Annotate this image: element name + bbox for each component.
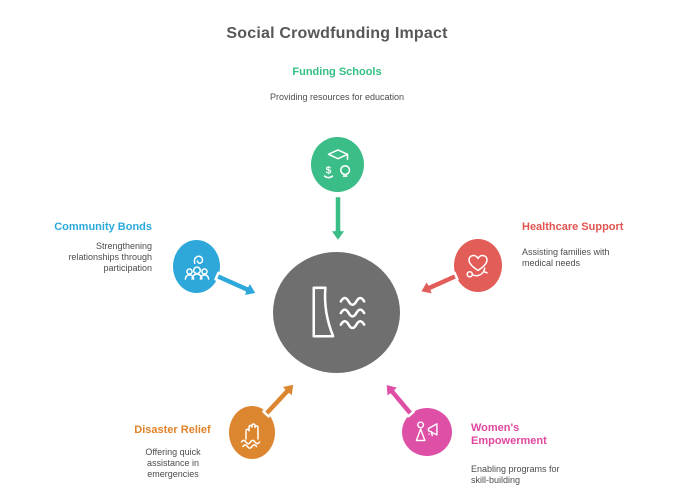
womens-empowerment-title: Women's Empowerment bbox=[471, 422, 547, 447]
center-hub bbox=[273, 252, 400, 373]
funding-schools-node: $ bbox=[311, 137, 364, 192]
arrow-healthcare-support bbox=[418, 271, 459, 297]
hand-flood-icon bbox=[240, 422, 261, 449]
heart-stethoscope-icon bbox=[466, 254, 488, 278]
funding-schools-title: Funding Schools bbox=[292, 66, 382, 78]
page-title: Social Crowdfunding Impact bbox=[226, 25, 448, 42]
healthcare-support-title: Healthcare Support bbox=[522, 221, 624, 233]
healthcare-support-description: Assisting families with medical needs bbox=[522, 247, 610, 268]
womens-empowerment-node bbox=[402, 408, 452, 456]
svg-text:$: $ bbox=[325, 165, 331, 176]
womens-empowerment-description: Enabling programs for skill-building bbox=[471, 464, 560, 485]
woman-megaphone-icon bbox=[415, 421, 438, 442]
disaster-relief-description: Offering quick assistance in emergencies bbox=[145, 447, 201, 479]
people-group-icon bbox=[184, 255, 209, 280]
arrow-community-bonds bbox=[214, 271, 259, 299]
funding-schools-description: Providing resources for education bbox=[269, 92, 405, 102]
dam-water-icon bbox=[311, 286, 365, 338]
arrow-funding-schools bbox=[328, 194, 348, 244]
disaster-relief-title: Disaster Relief bbox=[134, 424, 211, 436]
disaster-relief-node bbox=[229, 406, 275, 459]
community-bonds-node bbox=[173, 240, 220, 293]
graduation-cap-dollar-bulb-icon: $ bbox=[323, 148, 350, 178]
community-bonds-title: Community Bonds bbox=[54, 221, 152, 233]
healthcare-support-node bbox=[454, 239, 502, 292]
community-bonds-description: Strengthening relationships through part… bbox=[68, 241, 152, 273]
